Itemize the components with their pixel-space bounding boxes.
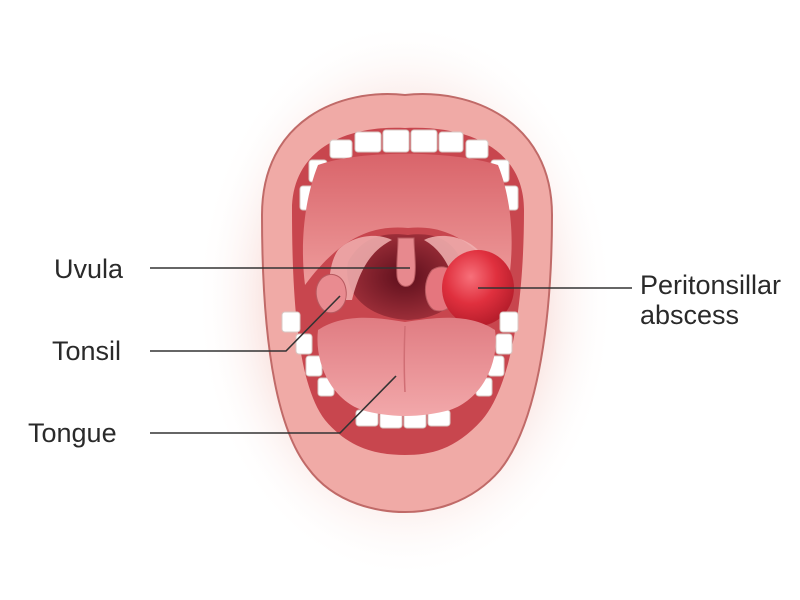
leader-lines xyxy=(150,267,632,434)
tonsil-label: Tonsil xyxy=(52,336,122,366)
abscess-label-line1: Peritonsillar xyxy=(640,270,782,300)
tongue-leader-line xyxy=(150,375,397,434)
upper-teeth xyxy=(299,129,519,211)
tongue xyxy=(317,317,496,416)
lower-teeth xyxy=(281,311,519,429)
uvula-label: Uvula xyxy=(54,254,124,284)
abscess-label: Peritonsillar abscess xyxy=(640,270,800,330)
tongue-label: Tongue xyxy=(28,418,117,448)
tonsil-leader-line xyxy=(150,295,341,352)
tonsil-left xyxy=(315,274,347,314)
tongue-midline xyxy=(403,325,406,393)
uvula xyxy=(396,237,416,287)
palate xyxy=(302,153,512,285)
abscess-label-line2: abscess xyxy=(640,300,740,330)
